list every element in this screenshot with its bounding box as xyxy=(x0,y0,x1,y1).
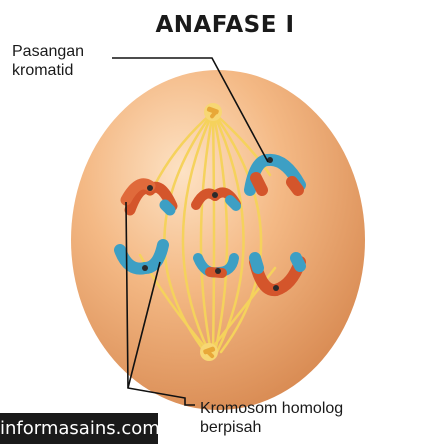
watermark: informasains.com xyxy=(0,413,160,444)
label-bottom-line1: Kromosom homolog xyxy=(200,400,344,417)
label-kromosom-homolog: Kromosom homolog berpisah xyxy=(200,399,343,437)
pointer-lines xyxy=(112,57,269,406)
label-top-line2: kromatid xyxy=(12,62,74,79)
chromosome-pair-upper-middle xyxy=(191,187,241,211)
chromosome-pair-upper-left xyxy=(120,178,178,216)
chromosome-pair-upper-right xyxy=(244,153,306,196)
chromosome-pair-lower-right xyxy=(249,252,306,297)
pointer-kromosom-homolog xyxy=(125,201,195,406)
label-bottom-line2: berpisah xyxy=(200,419,262,436)
spindle-fibers xyxy=(138,110,277,354)
centrosome-bottom xyxy=(200,343,218,361)
centrosome-top xyxy=(204,103,222,121)
chromosome-pair-lower-middle xyxy=(193,253,239,278)
label-top-line1: Pasangan xyxy=(12,43,85,60)
pointer-kromosom-homolog-2 xyxy=(127,261,161,389)
chromosome-pair-lower-left xyxy=(114,239,169,275)
diagram-title: ANAFASE I xyxy=(155,12,295,38)
label-pasangan-kromatid: Pasangan kromatid xyxy=(12,42,84,80)
pointer-pasangan-kromatid xyxy=(112,57,269,163)
